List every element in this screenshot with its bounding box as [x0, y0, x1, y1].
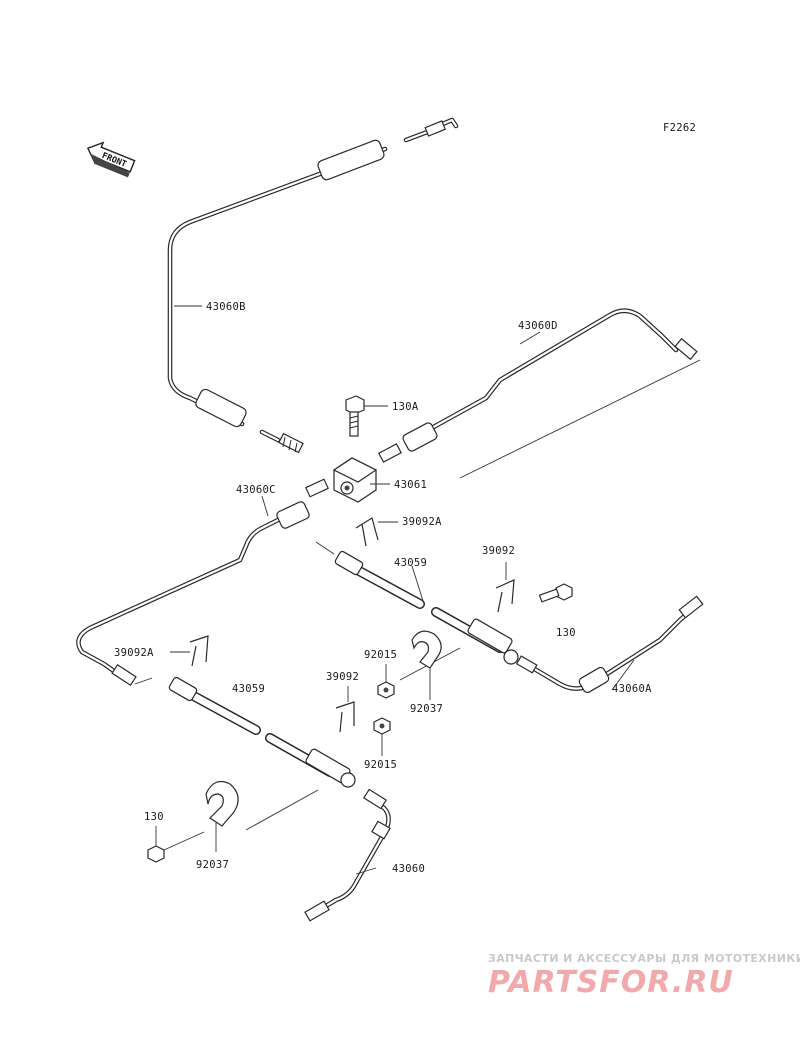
clip-39092A-left	[170, 635, 209, 667]
label-92015-top: 92015	[364, 649, 397, 661]
label-130-right: 130	[556, 627, 576, 639]
label-43060: 43060	[392, 863, 425, 875]
label-92015-bottom: 92015	[364, 759, 397, 771]
clip-39092A-top	[355, 517, 398, 547]
watermark: ЗАПЧАСТИ И АКСЕССУАРЫ ДЛЯ МОТОТЕХНИКИ PA…	[488, 952, 800, 1000]
callout-labels: F2262 43060B 43060D 130A 43061 43060C 39…	[114, 122, 696, 875]
pipe-43060C	[76, 501, 310, 687]
bolt-130-right	[538, 583, 573, 603]
clamp-92037-bottom	[205, 781, 239, 852]
label-39092-mid: 39092	[326, 671, 359, 683]
figure-code: F2262	[663, 122, 696, 134]
bolt-130A	[345, 395, 388, 437]
label-130A: 130A	[392, 401, 419, 413]
label-43059-left: 43059	[232, 683, 265, 695]
label-92037-top: 92037	[410, 703, 443, 715]
pipe-43060A	[515, 595, 704, 694]
pipe-43060	[304, 788, 391, 922]
nut-92015-top	[377, 664, 395, 699]
clip-39092-right	[495, 562, 515, 613]
label-39092A-left: 39092A	[114, 647, 154, 659]
label-39092A-top: 39092A	[402, 516, 442, 528]
front-arrow-icon: FRONT	[86, 141, 136, 178]
label-43060D: 43060D	[518, 320, 558, 332]
clip-39092-mid	[335, 686, 355, 733]
label-43060B: 43060B	[206, 301, 246, 313]
pipe-43060B	[167, 117, 459, 454]
leader-lines	[174, 305, 635, 691]
label-43061: 43061	[394, 479, 427, 491]
hose-43059-lower	[168, 676, 356, 831]
bolt-130-left	[147, 826, 205, 863]
clamp-92037-top	[411, 630, 442, 700]
pipe-43060D	[378, 308, 701, 479]
watermark-tagline: ЗАПЧАСТИ И АКСЕССУАРЫ ДЛЯ МОТОТЕХНИКИ	[488, 952, 800, 965]
label-43060C: 43060C	[236, 484, 276, 496]
label-39092-right: 39092	[482, 545, 515, 557]
label-92037-bottom: 92037	[196, 859, 229, 871]
hose-43059-upper	[315, 541, 519, 681]
label-43059-top: 43059	[394, 557, 427, 569]
label-130-left: 130	[144, 811, 164, 823]
watermark-logo: PARTSFOR.RU	[488, 965, 734, 1000]
nut-92015-bottom	[373, 717, 391, 756]
joint-43061	[305, 457, 378, 503]
label-43060A: 43060A	[612, 683, 652, 695]
